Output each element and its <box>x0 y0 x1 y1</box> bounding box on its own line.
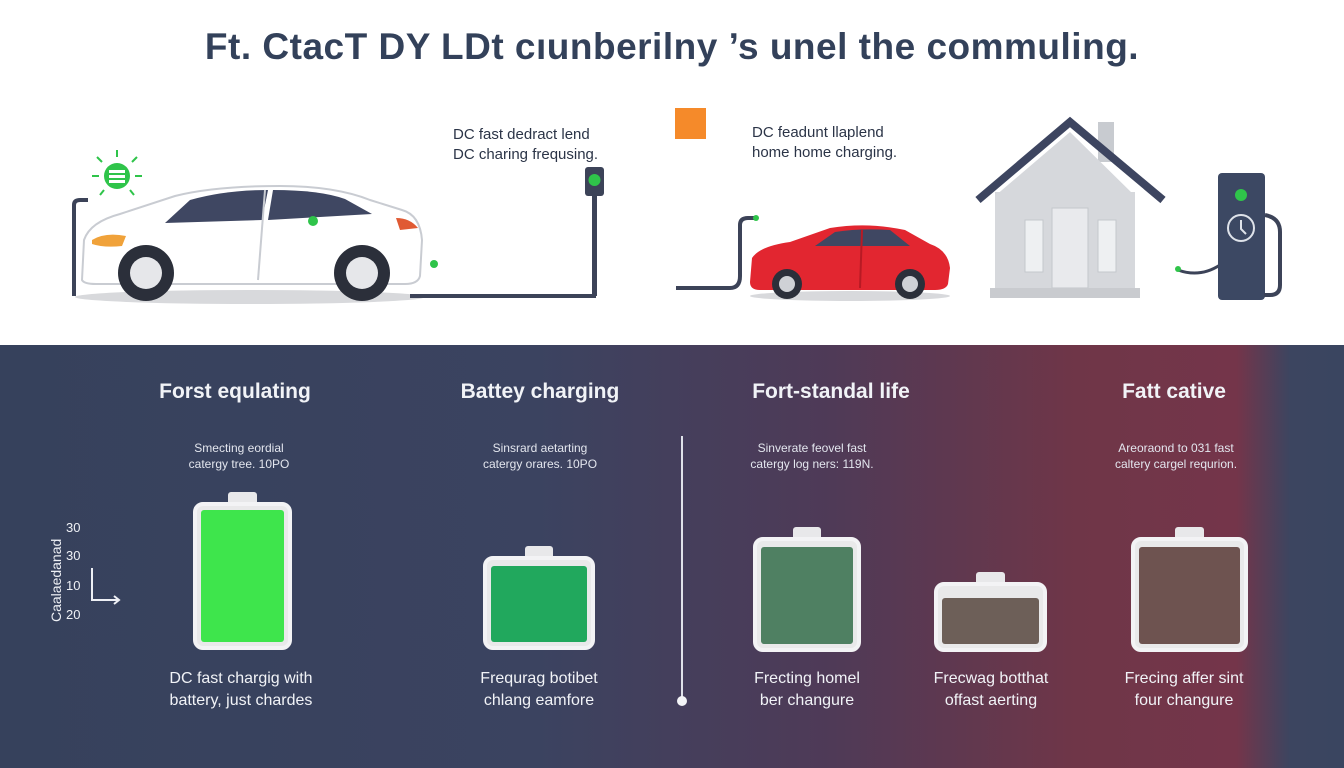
divider-dot <box>677 696 687 706</box>
battery-icon <box>934 572 1047 652</box>
battery-icon <box>1131 527 1248 652</box>
battery-icon <box>193 492 292 650</box>
dc-charger-post-icon <box>410 167 604 298</box>
cable-icon <box>72 198 88 296</box>
axis-tick: 10 <box>66 578 81 593</box>
column-heading: Forst equlating <box>159 380 311 403</box>
battery-fill <box>761 547 853 644</box>
cable-icon <box>676 216 756 290</box>
divider-line <box>681 436 683 698</box>
dc-fast-caption: DC fast dedract lend DC charing frequsin… <box>453 126 599 163</box>
white-car-icon <box>75 184 425 304</box>
axis-label: Caalaedanad <box>48 538 64 622</box>
column-heading: Fatt cative <box>1122 380 1226 403</box>
battery-icon <box>483 546 595 650</box>
charging-illustration <box>72 108 1282 304</box>
arrow-icon <box>91 568 121 605</box>
home-charging-caption: DC feadunt llaplend home home charging. <box>752 124 898 161</box>
wall-charger-icon <box>1175 173 1282 300</box>
column-heading: Fort-standal life <box>752 380 910 403</box>
axis-tick: 30 <box>66 520 81 535</box>
axis-tick: 30 <box>66 548 81 563</box>
house-icon <box>975 116 1166 298</box>
battery-fill <box>1139 547 1240 644</box>
orange-marker-icon <box>675 108 706 139</box>
charging-badge-icon <box>92 150 142 196</box>
battery-icon <box>753 527 861 652</box>
battery-fill <box>942 598 1039 644</box>
red-car-icon <box>750 225 950 301</box>
battery-fill <box>201 510 284 642</box>
column-heading: Battey charging <box>460 380 620 403</box>
battery-fill <box>491 566 587 642</box>
axis-tick: 20 <box>66 607 81 622</box>
page-title: Ft. CtacT DY LDt cıunberilny ’s unel the… <box>204 26 1140 67</box>
